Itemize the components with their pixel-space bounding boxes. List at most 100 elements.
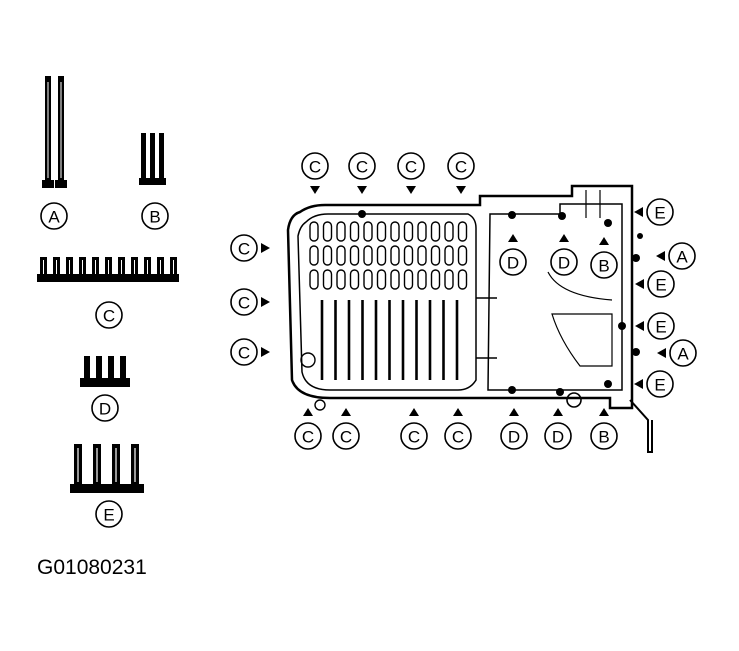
legend-callout-d: D <box>91 394 119 422</box>
bolt-group-c <box>37 257 179 282</box>
svg-text:C: C <box>340 428 352 447</box>
svg-text:E: E <box>655 318 666 337</box>
pan-rib-slot <box>417 221 427 242</box>
pan-callout-c: C <box>230 338 270 366</box>
pointer-arrow <box>599 237 609 245</box>
pan-rib-slot <box>363 221 373 242</box>
svg-text:E: E <box>654 204 665 223</box>
pan-callout-d: D <box>544 408 572 450</box>
pan-rib-slot <box>336 221 346 242</box>
pan-callout-a: A <box>656 242 696 270</box>
pointer-arrow <box>599 408 609 416</box>
pan-rib-slot <box>349 269 360 290</box>
pan-callout-b: B <box>590 408 618 450</box>
pan-callout-d: D <box>499 234 527 276</box>
figure-code: G01080231 <box>37 556 147 579</box>
svg-text:E: E <box>103 506 114 525</box>
svg-text:A: A <box>676 248 688 267</box>
pan-rib-slot <box>390 221 400 242</box>
pointer-arrow <box>656 251 665 261</box>
pan-rib-slot <box>430 221 441 242</box>
pan-rib-slot <box>363 269 373 290</box>
pan-rib-slot <box>363 245 373 266</box>
pan-callout-e: E <box>634 370 674 398</box>
pan-rib-slot <box>430 245 441 266</box>
pointer-arrow <box>310 186 320 194</box>
pan-rib-slot <box>457 245 468 266</box>
oil-pan-drawing <box>286 184 653 453</box>
pan-callout-e: E <box>635 312 675 340</box>
pointer-arrow <box>559 234 569 242</box>
pan-rib-slot <box>430 269 441 290</box>
pointer-arrow <box>261 347 270 357</box>
svg-text:D: D <box>552 428 564 447</box>
pan-rib-slot <box>309 245 319 266</box>
pointer-arrow <box>261 243 270 253</box>
pan-rib-slot <box>457 221 468 242</box>
pan-rib-slot <box>403 269 414 290</box>
svg-text:E: E <box>655 276 666 295</box>
svg-text:B: B <box>598 428 609 447</box>
bolt-group-a <box>42 76 67 188</box>
pointer-arrow <box>409 408 419 416</box>
pointer-arrow <box>657 348 666 358</box>
svg-text:E: E <box>654 376 665 395</box>
pointer-arrow <box>635 321 644 331</box>
bolt-group-b <box>139 133 166 185</box>
svg-text:A: A <box>48 208 60 227</box>
pointer-arrow <box>303 408 313 416</box>
fastener-legend: A B C D E <box>37 76 179 528</box>
svg-text:C: C <box>356 158 368 177</box>
pan-rib-slot <box>444 269 454 290</box>
pan-rib-slot <box>403 245 414 266</box>
pan-callout-c: C <box>230 234 270 262</box>
svg-text:D: D <box>558 254 570 273</box>
svg-text:C: C <box>302 428 314 447</box>
pan-rib-slot <box>417 245 427 266</box>
pan-callout-c: C <box>444 408 472 450</box>
svg-text:D: D <box>99 400 111 419</box>
pointer-arrow <box>635 279 644 289</box>
pan-rib-slot <box>309 269 319 290</box>
pan-callout-a: A <box>657 339 697 367</box>
svg-text:B: B <box>149 208 160 227</box>
pan-callout-e: E <box>634 198 674 226</box>
svg-text:C: C <box>309 158 321 177</box>
pan-rib-slot <box>444 221 454 242</box>
pan-ribs-lower <box>320 300 459 380</box>
svg-text:C: C <box>238 344 250 363</box>
pan-rib-slot <box>322 221 333 242</box>
pointer-arrow <box>553 408 563 416</box>
pan-callout-e: E <box>635 270 675 298</box>
pan-rib-slot <box>376 221 387 242</box>
bolt-group-d <box>80 356 130 387</box>
pan-rib-slot <box>403 221 414 242</box>
pan-rib-slot <box>349 221 360 242</box>
pan-rib-slot <box>390 245 400 266</box>
pointer-arrow <box>634 207 643 217</box>
pan-rib-slot <box>322 245 333 266</box>
pan-callout-c: C <box>348 152 376 194</box>
pan-callout-c: C <box>332 408 360 450</box>
pan-callout-c: C <box>301 152 329 194</box>
legend-callout-c: C <box>95 301 123 329</box>
svg-text:B: B <box>598 257 609 276</box>
pan-rib-slot <box>457 269 468 290</box>
pan-callout-c: C <box>447 152 475 194</box>
pan-rib-slot <box>322 269 333 290</box>
svg-text:C: C <box>455 158 467 177</box>
svg-text:C: C <box>238 294 250 313</box>
pan-ribs-upper <box>309 221 468 290</box>
legend-callout-b: B <box>141 202 169 230</box>
pan-rib-slot <box>349 245 360 266</box>
pointer-arrow <box>453 408 463 416</box>
svg-text:C: C <box>238 240 250 259</box>
svg-text:C: C <box>405 158 417 177</box>
svg-text:D: D <box>508 428 520 447</box>
svg-text:A: A <box>677 345 689 364</box>
legend-callout-a: A <box>40 202 68 230</box>
bolt-group-e <box>70 444 144 493</box>
pan-rib-slot <box>444 245 454 266</box>
svg-text:C: C <box>408 428 420 447</box>
